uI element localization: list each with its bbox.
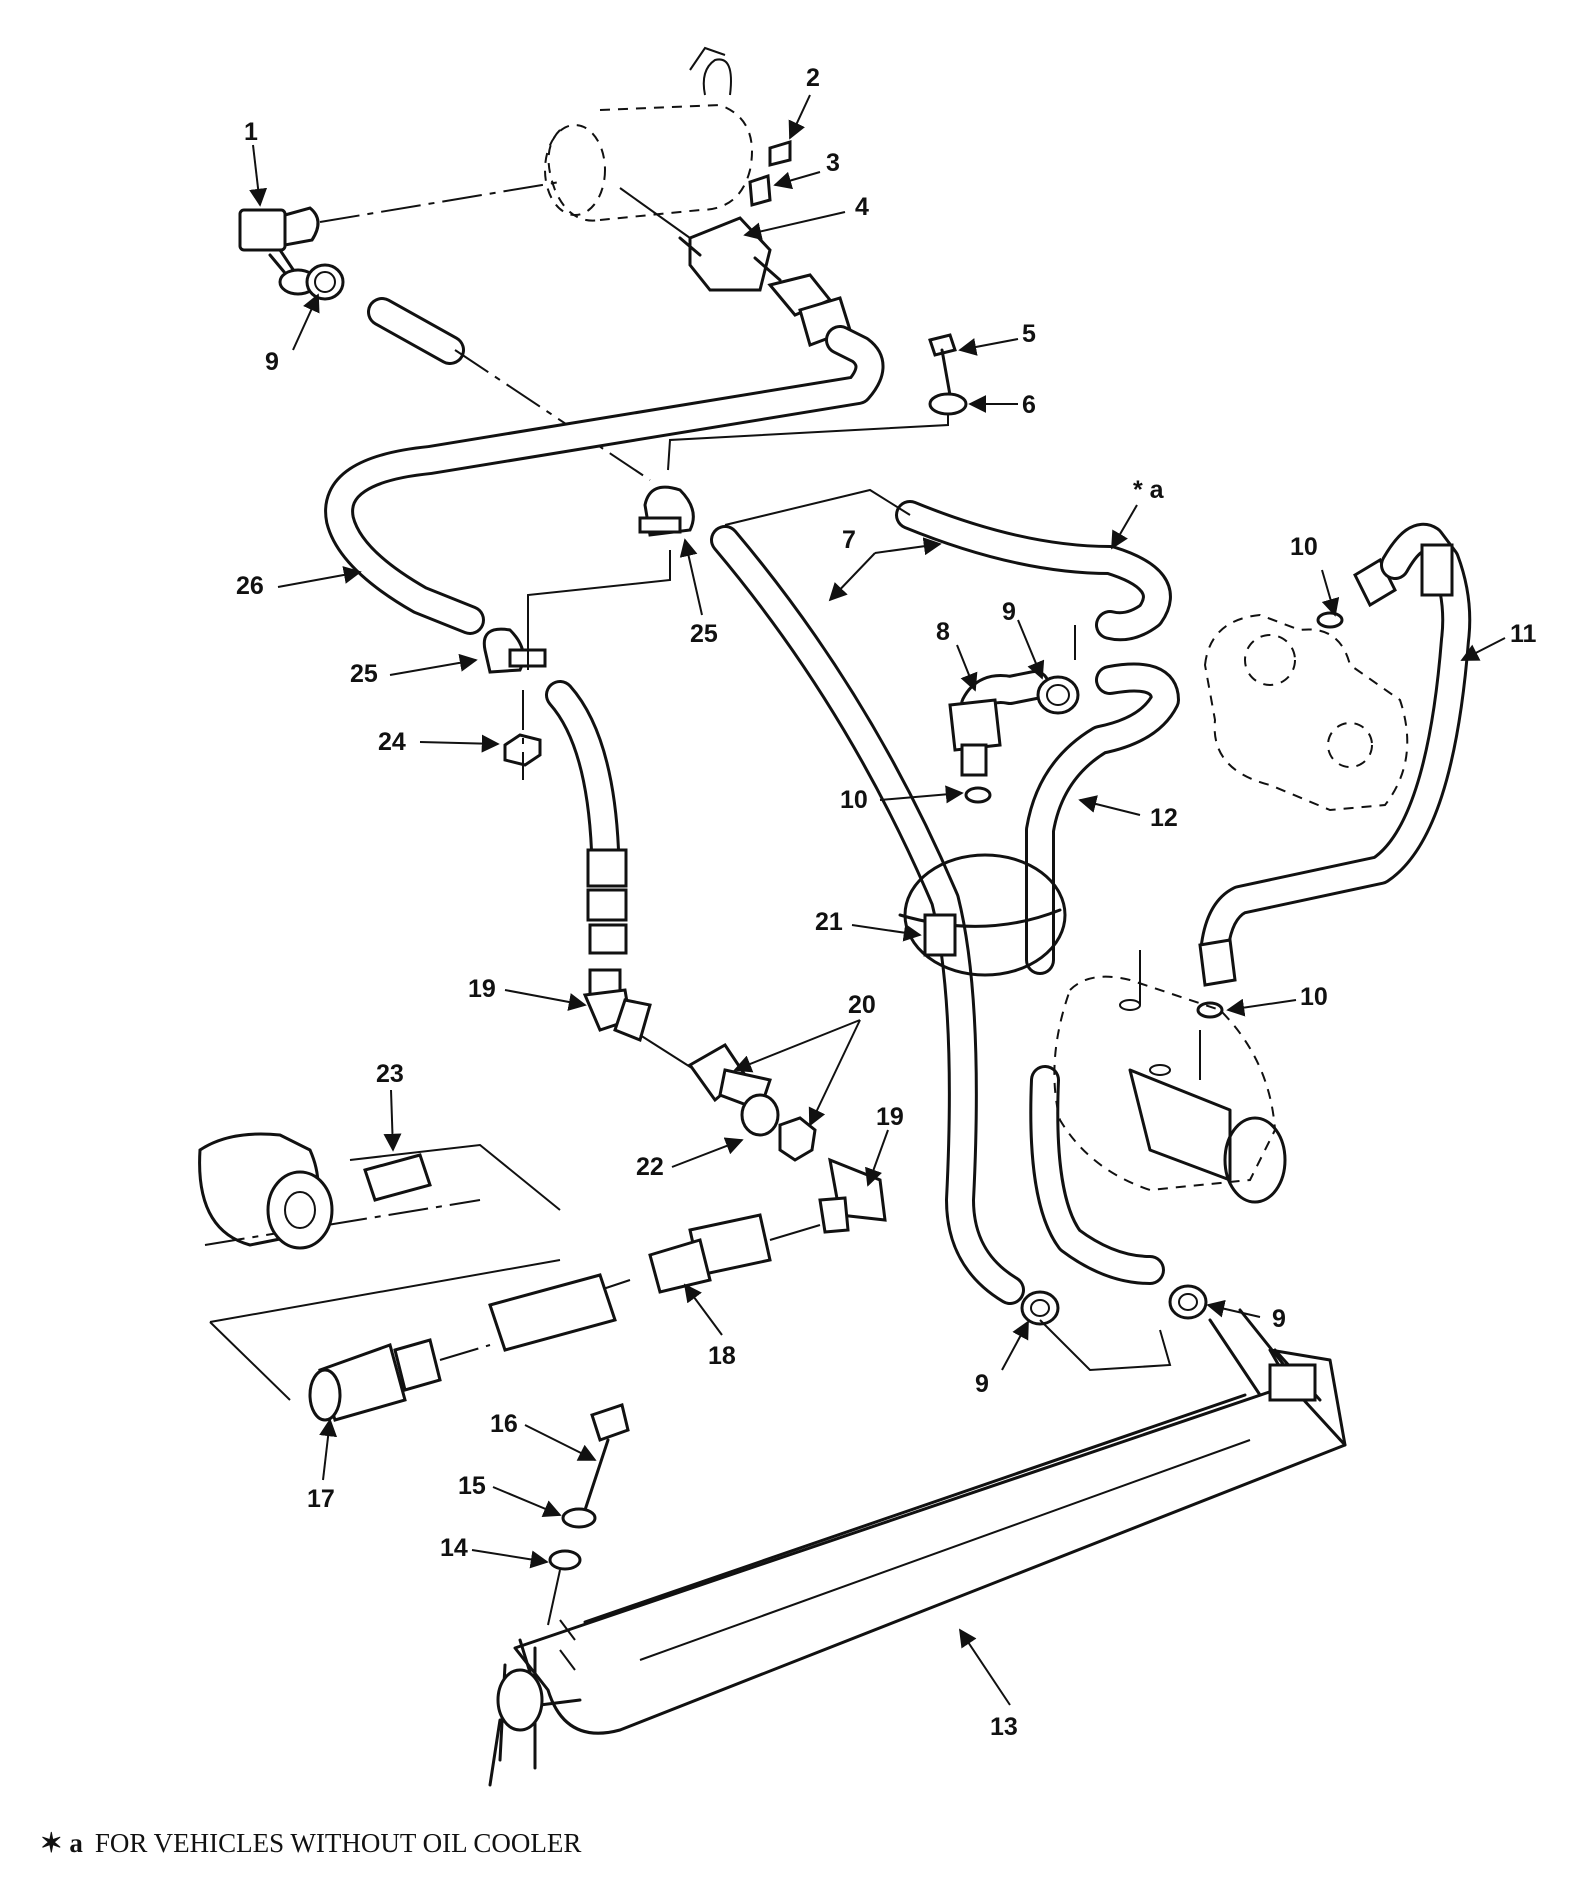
callout-19-lower: 19 — [876, 1103, 904, 1131]
callout-15: 15 — [458, 1472, 486, 1500]
callout-10-right: 10 — [1300, 983, 1328, 1011]
elbow-8 — [948, 670, 1050, 777]
block-illustration — [1053, 975, 1287, 1204]
adapter-3 — [748, 173, 772, 207]
oil-cooler-13 — [488, 1308, 1347, 1787]
callout-19-upper: 19 — [468, 975, 496, 1003]
footnote-text: FOR VEHICLES WITHOUT OIL COOLER — [94, 1828, 582, 1858]
clamp-25-upper — [638, 485, 695, 537]
tube-11 — [1198, 522, 1472, 987]
callout-10-center: 10 — [840, 786, 868, 814]
clamp-9-lower-right — [1168, 1284, 1208, 1320]
callout-22: 22 — [636, 1153, 664, 1181]
screw-16 — [583, 1403, 630, 1512]
callout-23: 23 — [376, 1060, 404, 1088]
hose-lower-left — [545, 680, 628, 955]
callout-9-lower-left: 9 — [975, 1370, 989, 1398]
hose-12 — [1029, 1065, 1165, 1285]
oil-line-26 — [324, 273, 885, 635]
callout-1: 1 — [244, 118, 258, 146]
clamp-25-lower — [482, 627, 547, 674]
hose-7-loop — [895, 500, 1180, 975]
callout-26: 26 — [236, 572, 264, 600]
hose-18 — [648, 1213, 772, 1294]
nut-20 — [778, 1116, 817, 1162]
clamp-9-lower-left — [1020, 1290, 1060, 1326]
callouts: 1 2 3 4 5 6 7 8 9 9 9 9 10 10 10 11 — [236, 64, 1537, 1741]
callout-note-a: * a — [1133, 476, 1165, 504]
footnote-marker: ✶ a — [40, 1828, 83, 1858]
screw-5 — [928, 333, 957, 397]
callout-6: 6 — [1022, 391, 1036, 419]
callout-13: 13 — [990, 1713, 1018, 1741]
pump-illustration — [1203, 613, 1409, 812]
callout-25-upper: 25 — [690, 620, 718, 648]
callout-4: 4 — [855, 193, 869, 221]
callout-16: 16 — [490, 1410, 518, 1438]
callout-25-lower: 25 — [350, 660, 378, 688]
hose-segment-top — [367, 297, 465, 365]
nut-24 — [503, 733, 542, 767]
callout-3: 3 — [826, 149, 840, 177]
callout-18: 18 — [708, 1342, 736, 1370]
strap-21 — [898, 853, 1067, 977]
connector-23 — [363, 1153, 432, 1202]
washer-6 — [928, 392, 968, 416]
callout-11: 11 — [1510, 620, 1537, 648]
callout-14: 14 — [440, 1534, 468, 1562]
clamp-9-center — [1036, 675, 1080, 715]
callout-21: 21 — [815, 908, 843, 936]
washer-10-center — [964, 786, 992, 804]
washer-14 — [548, 1549, 582, 1571]
quick-disconnect-17 — [308, 1273, 617, 1422]
elbow-19-lower — [818, 1157, 887, 1234]
footnote: ✶ a FOR VEHICLES WITHOUT OIL COOLER — [40, 1828, 581, 1859]
callout-24: 24 — [378, 728, 406, 756]
callout-20: 20 — [848, 991, 876, 1019]
washer-15 — [561, 1507, 597, 1529]
callout-10-pump: 10 — [1290, 533, 1318, 561]
receptacle-illustration — [198, 1132, 334, 1250]
callout-5: 5 — [1022, 320, 1036, 348]
washer-10-pump — [1316, 611, 1344, 629]
callout-7: 7 — [842, 526, 856, 554]
callout-9-top: 9 — [265, 348, 279, 376]
callout-9-lower-right: 9 — [1272, 1305, 1286, 1333]
washer-10-right — [1196, 1001, 1224, 1019]
callout-12: 12 — [1150, 804, 1178, 832]
sending-unit-illustration — [544, 46, 753, 222]
callout-17: 17 — [307, 1485, 335, 1513]
tee-4 — [678, 216, 782, 292]
callout-8: 8 — [936, 618, 950, 646]
callout-9-center: 9 — [1002, 598, 1016, 626]
fitting-2 — [768, 139, 792, 167]
washer-22 — [740, 1093, 780, 1137]
callout-2: 2 — [806, 64, 820, 92]
hose-clamp-9-top — [305, 263, 345, 301]
elbow-19-upper — [582, 968, 652, 1043]
